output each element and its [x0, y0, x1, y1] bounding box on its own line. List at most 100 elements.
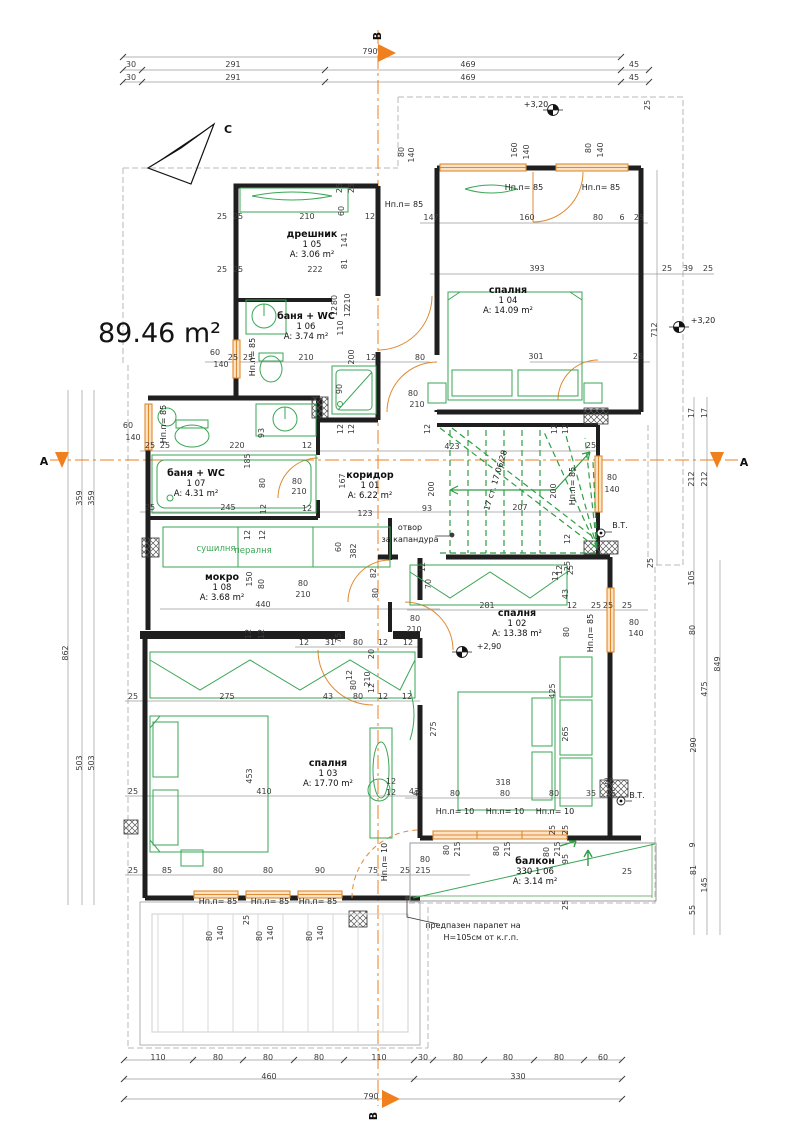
dim-label: 60 [337, 206, 346, 216]
dim-label: 25 [400, 866, 410, 875]
room-area-label: A: 4.31 m² [174, 489, 219, 499]
dim-label: 160 [519, 213, 534, 222]
dim-label: 43 [323, 692, 333, 701]
dim-label: 6 [619, 213, 624, 222]
annotation-label: предпазен парапет на [425, 921, 521, 930]
dim-label: 75 [368, 866, 378, 875]
dim-label: 80 [330, 295, 339, 305]
dim-label: 30 [418, 1053, 428, 1062]
dim-label: 110 [371, 1053, 386, 1062]
dim-label: 80 [263, 866, 273, 875]
section-marker-label: B [371, 32, 384, 40]
dim-label: 80 [500, 789, 510, 798]
dim-label: 12 [257, 629, 266, 639]
dim-label: 80 [258, 478, 267, 488]
annotation-label: Нп.п= 85 [299, 897, 337, 906]
dim-label: 290 [689, 737, 698, 752]
dim-label: 475 [700, 681, 709, 696]
dim-label: 12 [347, 424, 356, 434]
dimension-lines [67, 53, 721, 1103]
annotation-label: +3,20 [524, 100, 549, 109]
room-name-label: дрешник [287, 229, 338, 240]
annotation-label: Нп.п= 85 [385, 200, 423, 209]
section-a-left-triangle [55, 452, 69, 468]
dim-label: 12 [423, 424, 432, 434]
dim-label: 80 [415, 353, 425, 362]
dim-label: 80 [353, 638, 363, 647]
dim-label: 25 [586, 441, 596, 450]
room-name-label: баня + WC [167, 468, 225, 479]
dim-label: 25 [128, 787, 138, 796]
dim-label: 291 [225, 73, 240, 82]
annotation-label: Нп.п= 85 [199, 897, 237, 906]
section-marker-label: B [367, 1112, 380, 1120]
appliance-label: сушилня [196, 544, 235, 554]
dim-label: 45 [629, 73, 639, 82]
dim-label: 359 [75, 490, 84, 505]
dim-label: 45 [629, 60, 639, 69]
dim-label: 80 [542, 847, 551, 857]
dim-label: 12 [336, 424, 345, 434]
dim-label: 140 [266, 925, 275, 940]
dim-label: 80 [257, 579, 266, 589]
section-b-top-triangle [378, 44, 396, 62]
dim-label: 80 [371, 588, 380, 598]
dim-label: 200 [427, 481, 436, 496]
dim-label: 85 [162, 866, 172, 875]
dim-label: 25 [228, 353, 238, 362]
dim-label: 210 [409, 400, 424, 409]
dim-label: 212 [687, 471, 696, 486]
dim-label: 25 [561, 825, 570, 835]
dim-label: 423 [444, 442, 459, 451]
dim-label: 25 [242, 915, 251, 925]
annotation-label: Нп.п= 85 [586, 614, 595, 652]
dim-label: 140 [316, 925, 325, 940]
dim-label: 90 [335, 384, 344, 394]
dim-label: 12 [386, 777, 396, 786]
dim-label: 80 [298, 579, 308, 588]
annotation-label: Нп.п= 85 [568, 467, 577, 505]
dim-label: 215 [553, 841, 562, 856]
dim-label: 12 [386, 788, 396, 797]
dim-label: 80 [584, 143, 593, 153]
dim-label: 140 [522, 144, 531, 159]
room-area-label: A: 14.09 m² [483, 306, 533, 316]
dim-label: 12 [378, 638, 388, 647]
room-area-label: A: 3.14 m² [513, 877, 558, 887]
dim-label: 210 [298, 353, 313, 362]
dim-label: 25 [622, 601, 632, 610]
dim-label: 712 [650, 322, 659, 337]
dim-label: 140 [596, 142, 605, 157]
dim-label: 25 [603, 601, 613, 610]
dim-label: 849 [713, 656, 722, 671]
dim-label: 60 [210, 348, 220, 357]
dim-label: 440 [255, 600, 270, 609]
north-arrow-icon [146, 122, 216, 185]
annotation-label: +3,20 [691, 316, 716, 325]
dim-label: 145 [700, 877, 709, 892]
dim-label: 30 [126, 73, 136, 82]
dim-label: 80 [305, 931, 314, 941]
dim-label: 503 [75, 755, 84, 770]
room-area-label: A: 17.70 m² [303, 779, 353, 789]
room-area-label: A: 13.38 m² [492, 629, 542, 639]
dim-label: 215 [453, 841, 462, 856]
dim-label: 12 [561, 424, 570, 434]
dim-label: 200 [347, 349, 356, 364]
room-number-label: 1 07 [187, 479, 206, 489]
dim-label: 25 [646, 558, 655, 568]
section-marker-label: A [740, 456, 749, 469]
terrace [139, 901, 421, 1046]
dim-label: 110 [336, 320, 345, 335]
dim-label: 80 [213, 866, 223, 875]
dim-label: 80 [408, 389, 418, 398]
dim-label: 790 [363, 1092, 378, 1101]
annotation-label: В.Т. [612, 521, 627, 530]
furniture [149, 184, 603, 867]
dim-label: 200 [549, 483, 558, 498]
dim-label: 460 [261, 1072, 276, 1081]
dim-label: 25 [128, 866, 138, 875]
dim-label: 82 [369, 568, 378, 578]
